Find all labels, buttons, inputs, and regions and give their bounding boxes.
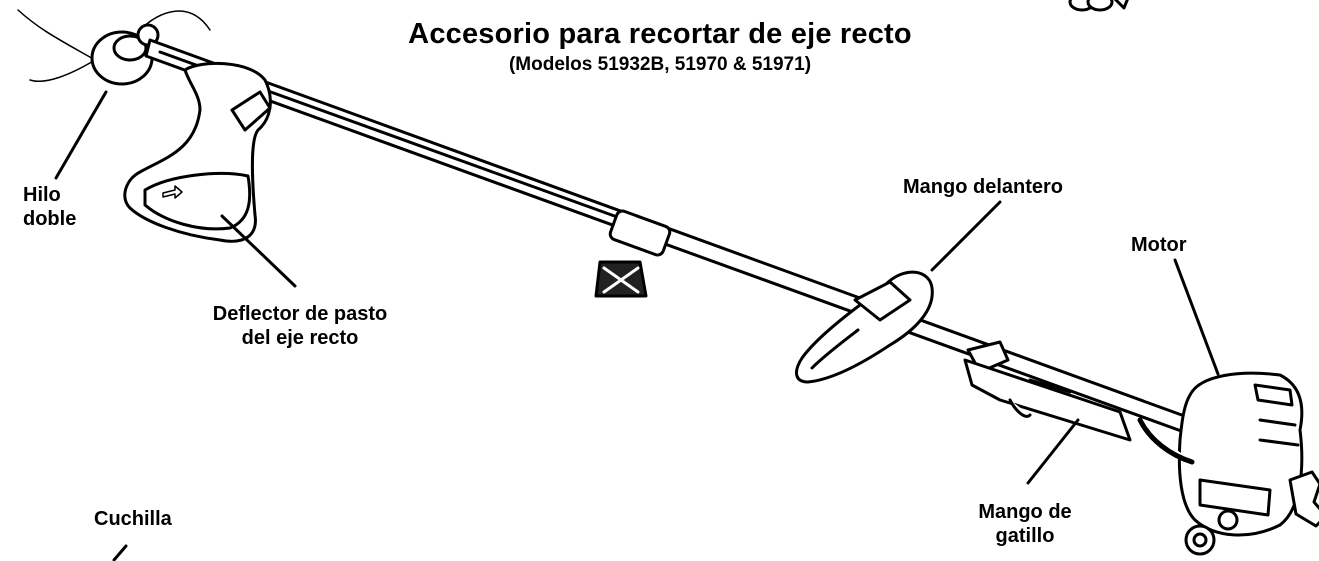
front-handle — [795, 270, 934, 384]
label-mango-delantero: Mango delantero — [903, 176, 1064, 198]
label-mango-gatillo-line1: Mango de — [978, 501, 1072, 523]
leader-lines — [54, 90, 1220, 561]
label-hilo-doble: Hilo doble — [23, 183, 76, 231]
diagram-title: Accesorio para recortar de eje recto — [408, 18, 912, 50]
shaft-coupler — [594, 209, 672, 298]
leader-mango-delantero — [930, 200, 1002, 272]
diagram-subtitle: (Modelos 51932B, 51970 & 51971) — [508, 54, 812, 75]
leader-hilo — [54, 90, 108, 180]
small-parts — [1068, 0, 1129, 12]
label-deflector: Deflector de pasto del eje recto — [180, 302, 420, 350]
leader-mango-gatillo — [1026, 418, 1080, 485]
label-hilo-line1: Hilo — [23, 184, 61, 206]
label-deflector-line2: del eje recto — [241, 327, 359, 349]
leader-deflector — [220, 214, 297, 288]
label-cuchilla: Cuchilla — [94, 508, 172, 530]
trigger-handle — [963, 340, 1132, 442]
leader-motor — [1173, 258, 1220, 376]
label-hilo-line2: doble — [23, 208, 77, 230]
grass-deflector — [123, 61, 272, 243]
leader-cuchilla — [112, 544, 128, 561]
label-mango-gatillo: Mango de gatillo — [950, 500, 1100, 548]
label-mango-gatillo-line2: gatillo — [995, 525, 1055, 547]
engine — [1137, 371, 1319, 556]
label-motor: Motor — [1131, 234, 1187, 256]
label-deflector-line1: Deflector de pasto — [212, 303, 388, 325]
